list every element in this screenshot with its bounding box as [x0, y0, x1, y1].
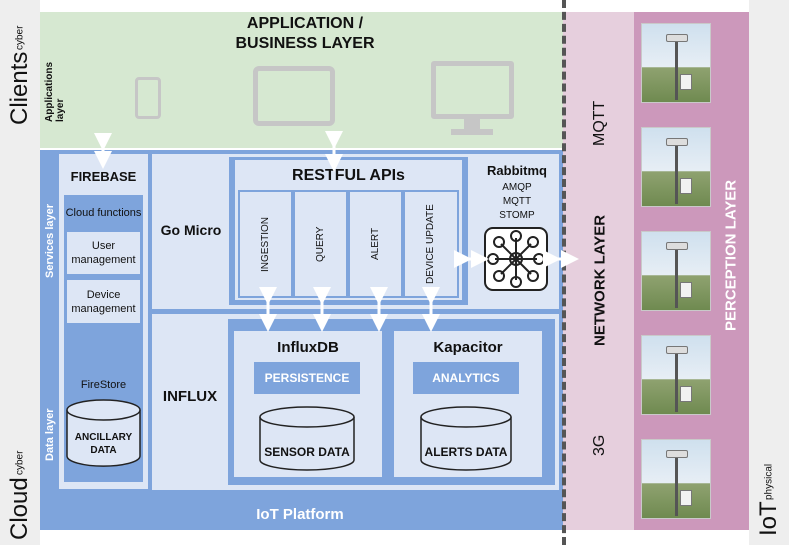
phone-icon	[135, 77, 161, 119]
firebase-title: FIREBASE	[70, 168, 137, 184]
right-label-strip	[749, 0, 789, 545]
restful-title: RESTFUL APIs	[292, 167, 405, 184]
cloud-functions-label: Cloud functions	[65, 207, 142, 219]
left-label-strip	[0, 0, 40, 545]
weather-station-photo	[641, 23, 711, 103]
rabbitmq-protocol-amqp: AMQP	[502, 181, 532, 193]
persistence-box: PERSISTENCE	[254, 362, 360, 394]
weather-station-photo	[641, 335, 711, 415]
kapacitor-title: Kapacitor	[433, 338, 503, 356]
monitor-icon	[431, 61, 514, 137]
user-management-box: User management	[67, 232, 140, 274]
device-management-box: Device management	[67, 280, 140, 323]
sensor-data-label: SENSOR DATA	[264, 445, 350, 459]
iot-platform-label: IoT Platform	[256, 505, 344, 523]
weather-station-photo	[641, 127, 711, 207]
rabbitmq-title: Rabbitmq	[487, 162, 547, 178]
tablet-icon	[253, 66, 335, 126]
influxdb-title: InfluxDB	[277, 338, 339, 356]
network-layer	[563, 12, 634, 530]
analytics-box: ANALYTICS	[413, 362, 519, 394]
application-layer-title: APPLICATION / BUSINESS LAYER	[235, 15, 375, 52]
ancillary-data-label: ANCILLARY DATA	[74, 432, 133, 456]
influx-title: INFLUX	[162, 387, 218, 405]
alerts-database-icon	[418, 404, 514, 472]
sensor-database-icon	[257, 404, 357, 472]
rabbitmq-protocol-mqtt: MQTT	[502, 195, 532, 207]
cloud-iot-divider	[562, 0, 566, 545]
rabbitmq-protocol-stomp: STOMP	[499, 209, 535, 221]
weather-station-photo	[641, 439, 711, 519]
gomicro-label: Go Micro	[160, 221, 222, 238]
firestore-label: FireStore	[80, 379, 127, 391]
ancillary-database-icon	[64, 398, 143, 468]
weather-station-photo	[641, 231, 711, 311]
alerts-data-label: ALERTS DATA	[424, 445, 508, 459]
